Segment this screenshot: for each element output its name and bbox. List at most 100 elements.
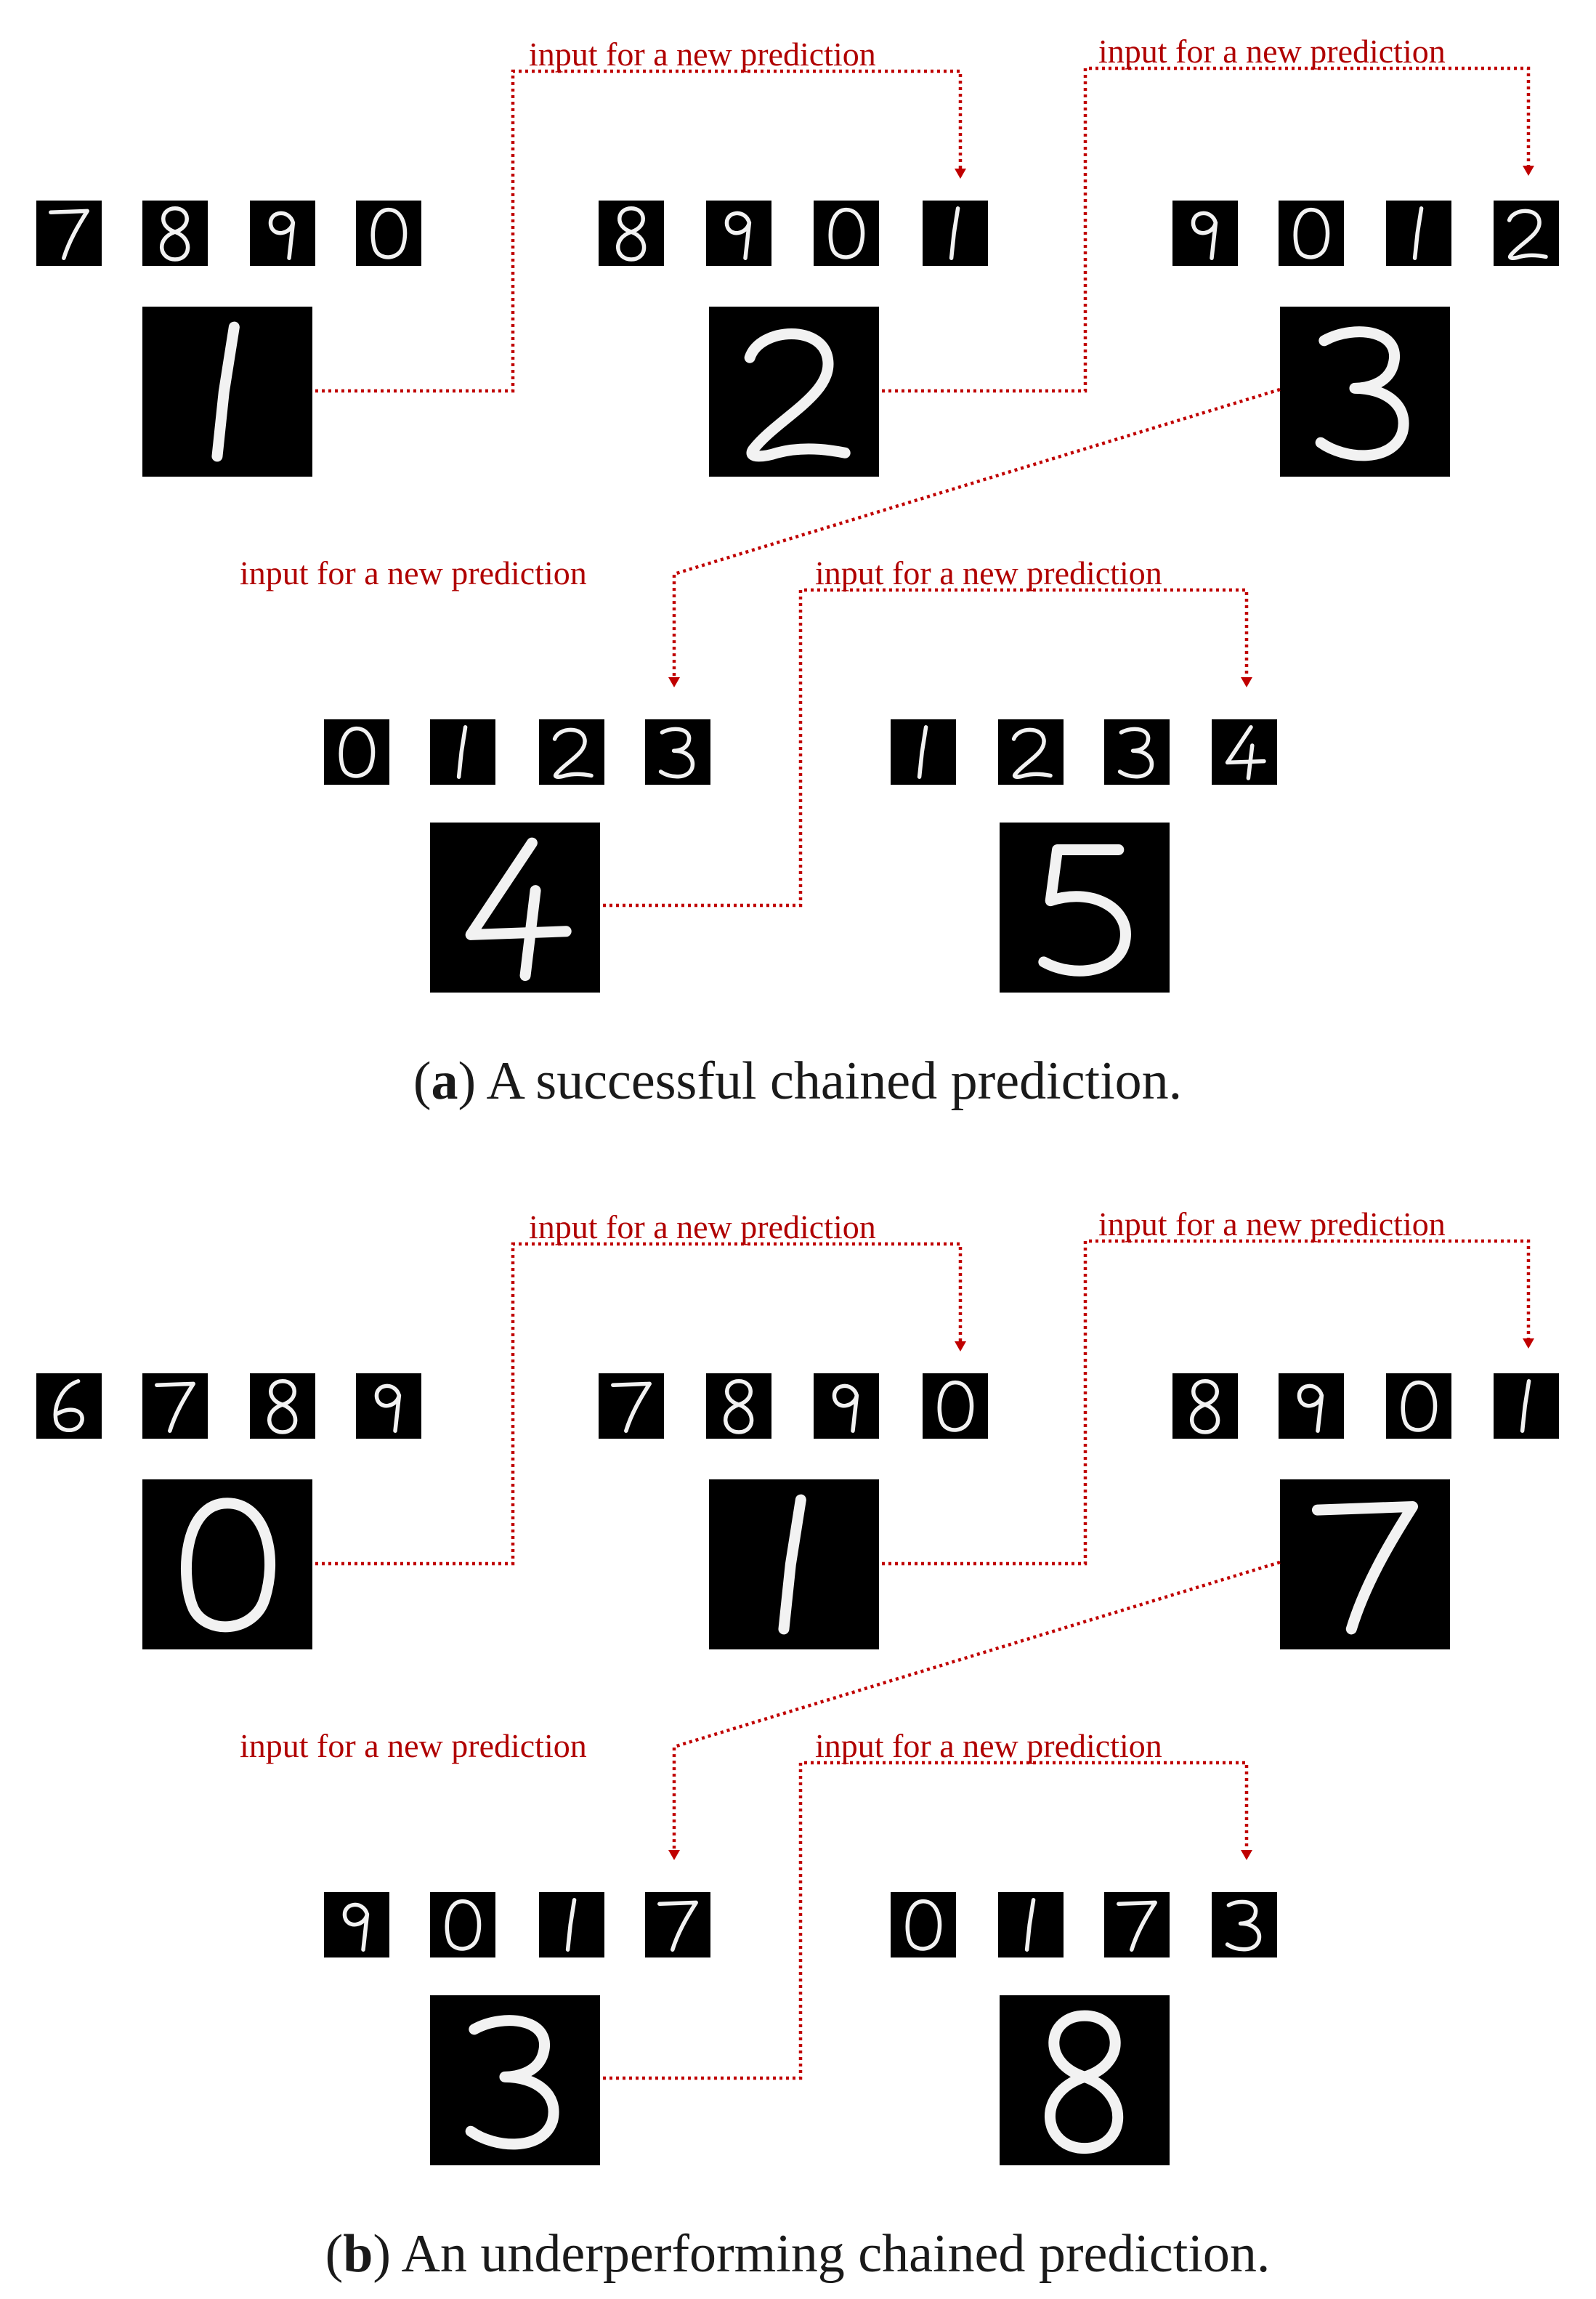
connector-label: input for a new prediction bbox=[1098, 1205, 1446, 1243]
panel-b-step-1-input-1-glyph bbox=[55, 1381, 82, 1431]
panel-a-step-5-output-glyph bbox=[1044, 849, 1126, 971]
panel-b-step-5-input-4 bbox=[1212, 1892, 1277, 1957]
connector-line bbox=[882, 1239, 1531, 1566]
panel-b-step-3-input-3-glyph bbox=[1403, 1383, 1435, 1430]
panel-a-step-2-input-4-glyph bbox=[952, 209, 958, 258]
panel-b-step-3-input-1 bbox=[1172, 1373, 1238, 1439]
panel-b-step-2-output-glyph bbox=[784, 1500, 801, 1629]
panel-a-step-4-input-4 bbox=[645, 719, 710, 785]
panel-a-step-1-input-3 bbox=[250, 201, 315, 266]
panel-b-step-2-input-4 bbox=[923, 1373, 988, 1439]
panel-a-step-2-input-1-glyph bbox=[618, 209, 644, 259]
panel-a-step-4-input-4-glyph bbox=[661, 729, 693, 776]
panel-b-step-2-input-2-glyph bbox=[726, 1381, 752, 1432]
panel-b-step-4-input-1-glyph bbox=[344, 1904, 367, 1949]
panel-a-step-4-output-glyph bbox=[525, 891, 535, 976]
arrow-head-icon bbox=[955, 169, 966, 179]
panel-a-step-5-input-3 bbox=[1104, 719, 1170, 785]
panel-a-step-2-input-2-glyph bbox=[726, 213, 749, 258]
panel-b-step-5-input-1 bbox=[891, 1892, 956, 1957]
panel-b-step-2-input-1 bbox=[599, 1373, 664, 1439]
panel-a-step-2-output-glyph bbox=[750, 334, 845, 456]
panel-b-step-1-input-3-glyph bbox=[270, 1381, 296, 1432]
arrow-head-icon bbox=[955, 1341, 966, 1351]
connector-label: input for a new prediction bbox=[1098, 33, 1446, 70]
panel-a-step-3-input-2-glyph bbox=[1295, 210, 1327, 257]
panel-a-step-1-input-2 bbox=[142, 201, 208, 266]
connector-label: input for a new prediction bbox=[240, 1727, 587, 1764]
panel-a-step-2-input-3 bbox=[814, 201, 879, 266]
panel-a-step-1-output bbox=[142, 307, 312, 477]
panel-a-step-4-input-2-glyph bbox=[459, 727, 466, 777]
connector-line bbox=[315, 69, 963, 393]
panel-b-step-5-input-3 bbox=[1104, 1892, 1170, 1957]
arrow-head-icon bbox=[668, 677, 680, 687]
panel-a-step-3-input-2 bbox=[1279, 201, 1344, 266]
connector-line bbox=[672, 1560, 1281, 1850]
panel-b-caption: (b) An underperforming chained predictio… bbox=[325, 2224, 1271, 2284]
panel-b-step-5-output-glyph bbox=[1050, 2016, 1117, 2149]
caption-letter: b bbox=[343, 2224, 373, 2284]
connector-label: input for a new prediction bbox=[240, 554, 587, 591]
panel-a-step-2-input-4 bbox=[923, 201, 988, 266]
panel-b-step-4-input-2 bbox=[430, 1892, 495, 1957]
panel-b-step-4-input-3-glyph bbox=[568, 1900, 575, 1949]
panel-a-caption: (a) A successful chained prediction. bbox=[413, 1051, 1182, 1111]
panel-a-step-5-input-4-glyph bbox=[1248, 746, 1252, 778]
panel-a-step-4-output bbox=[430, 823, 600, 993]
panel-b-step-1-input-3 bbox=[250, 1373, 315, 1439]
panel-a-step-1-output-glyph bbox=[217, 327, 234, 456]
panel-a-step-1-input-1 bbox=[36, 201, 102, 266]
arrow-head-icon bbox=[1241, 1850, 1252, 1860]
panel-b-step-1-input-1 bbox=[36, 1373, 102, 1439]
panel-b-step-3-input-2-glyph bbox=[1299, 1386, 1321, 1431]
panel-a-step-3-input-3-glyph bbox=[1415, 209, 1422, 258]
connector-line bbox=[315, 1242, 963, 1566]
connector-line bbox=[603, 588, 1249, 908]
panel-b-step-3-input-3 bbox=[1386, 1373, 1451, 1439]
panel-a-step-4-input-3 bbox=[539, 719, 604, 785]
panel-a-step-5-output bbox=[1000, 823, 1170, 993]
panel-b-step-4-input-1 bbox=[324, 1892, 389, 1957]
panel-a-step-3-input-4 bbox=[1494, 201, 1559, 266]
panel-a-step-4-input-2 bbox=[430, 719, 495, 785]
arrow-head-icon bbox=[1241, 677, 1252, 687]
panel-a-step-4-input-3-glyph bbox=[555, 730, 591, 777]
panel-b-step-4-input-3 bbox=[539, 1892, 604, 1957]
panel-a-step-3-input-3 bbox=[1386, 201, 1451, 266]
panel-b-step-1-input-4 bbox=[356, 1373, 421, 1439]
connector-label: input for a new prediction bbox=[529, 36, 876, 73]
panel-b-step-5-input-2-glyph bbox=[1027, 1900, 1034, 1949]
panel-b-step-1-output-glyph bbox=[186, 1503, 270, 1627]
panel-a-step-2-input-2 bbox=[706, 201, 771, 266]
panel-b-step-4-input-2-glyph bbox=[447, 1902, 479, 1949]
panel-b-step-5-input-4-glyph bbox=[1228, 1902, 1260, 1949]
panel-a-step-1-input-4-glyph bbox=[373, 210, 405, 257]
panel-a-step-4-output-tile bbox=[430, 823, 600, 993]
panel-a-step-1-input-1-glyph bbox=[51, 211, 87, 258]
panel-b-step-2-input-4-glyph bbox=[939, 1383, 971, 1430]
panel-a-step-5-input-1 bbox=[891, 719, 956, 785]
panel-b-step-3-input-2 bbox=[1279, 1373, 1344, 1439]
panel-a-step-5-input-4 bbox=[1212, 719, 1277, 785]
panel-b-step-4-output-glyph bbox=[471, 2021, 554, 2144]
panel-a-step-5-input-3-glyph bbox=[1120, 729, 1152, 776]
panel-a-step-3-input-4-glyph bbox=[1510, 211, 1546, 258]
panel-b-step-2-input-2 bbox=[706, 1373, 771, 1439]
panel-b-step-5-input-2 bbox=[998, 1892, 1064, 1957]
panel-a-step-5-input-2-glyph bbox=[1014, 730, 1050, 777]
panel-b-step-2-output bbox=[709, 1479, 879, 1649]
panel-a-step-5-input-2 bbox=[998, 719, 1064, 785]
connector-label: input for a new prediction bbox=[815, 554, 1162, 591]
panel-a-step-3-input-1 bbox=[1172, 201, 1238, 266]
panel-a-step-3-output bbox=[1280, 307, 1450, 477]
panel-b-step-3-input-1-glyph bbox=[1192, 1381, 1218, 1432]
panel-b-step-3-input-4 bbox=[1494, 1373, 1559, 1439]
panel-a-step-3-output-glyph bbox=[1321, 332, 1403, 456]
panel-a-step-2-input-3-glyph bbox=[830, 210, 862, 257]
panel-a-step-5-input-4-tile bbox=[1212, 719, 1277, 785]
panel-a-step-4-input-1-glyph bbox=[341, 729, 373, 776]
panel-b-step-5-output bbox=[1000, 1995, 1170, 2165]
panel-b-step-1-input-4-glyph bbox=[376, 1386, 399, 1431]
